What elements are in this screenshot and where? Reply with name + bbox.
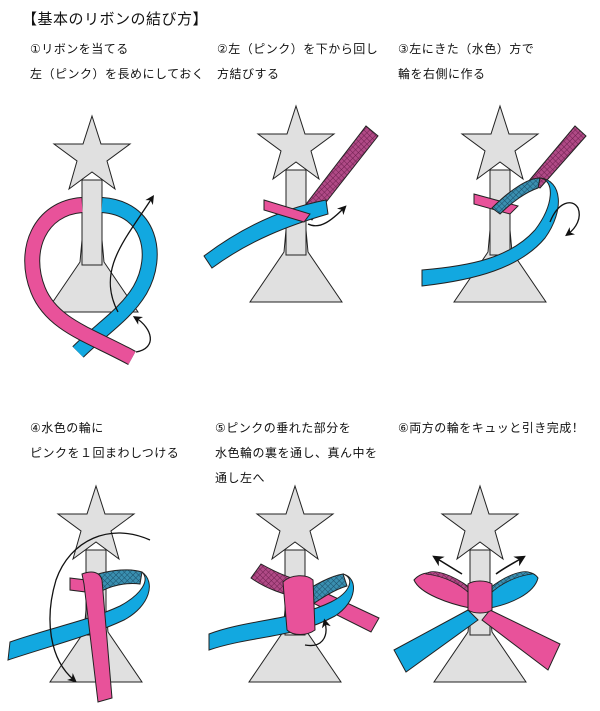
pink-ribbon-tail [481,609,561,671]
step-4-line-2: ピンクを１回まわしつける [30,446,180,460]
step-4-caption: ④水色の輪に ピンクを１回まわしつける [30,416,179,466]
arrow-icon [549,202,580,237]
step-2-illustration [200,90,400,320]
pink-ribbon [81,571,113,703]
pink-ribbon [263,199,311,223]
step-3-illustration [400,90,600,320]
arrow-icon [109,194,154,313]
arrow-icon [132,316,151,353]
step-6-line-1: ⑥両方の輪をキュッと引き完成！ [398,421,585,435]
step-5-line-1: ⑤ピンクの垂れた部分を [215,421,352,435]
step-3-line-2: 輪を右側に作る [398,67,486,81]
step-5-illustration [195,470,395,711]
step-6-caption: ⑥両方の輪をキュッと引き完成！ [398,416,584,441]
step-2-line-1: ②左（ピンク）を下から回し [217,42,379,56]
step-1-illustration [0,90,200,380]
step-1-line-2: 左（ピンク）を長めにしておく [30,67,205,81]
arrow-pull-right-icon [495,555,526,575]
step-6-illustration [390,470,600,711]
blue-ribbon-tail [393,609,479,673]
arrow-pull-left-icon [432,555,463,575]
bow-knot [467,580,493,614]
blue-loop-back [97,569,143,593]
step-3-line-1: ③左にきた（水色）方で [398,42,535,56]
pink-loop [413,572,471,609]
step-4-illustration [0,470,200,711]
blue-ribbon [208,573,354,651]
step-2-line-2: 方結びする [217,67,280,81]
blue-ribbon [421,177,559,287]
step-4-line-1: ④水色の輪に [30,421,104,435]
arrow-icon [307,205,347,227]
step-5-line-3: 通し左へ [215,471,266,485]
step-1-line-1: ①リボンを当てる [30,42,129,56]
step-5-line-2: 水色輪の裏を通し、真ん中を [215,446,378,460]
step-5-caption: ⑤ピンクの垂れた部分を 水色輪の裏を通し、真ん中を 通し左へ [215,416,378,491]
blue-ribbon [7,571,150,661]
arrow-icon [304,618,331,647]
step-3-caption: ③左にきた（水色）方で 輪を右側に作る [398,37,534,87]
step-1-caption: ①リボンを当てる 左（ピンク）を長めにしておく [30,37,204,87]
page-title: 【基本のリボンの結び方】 [22,10,209,28]
blue-loop-back [491,177,541,215]
arrow-icon [49,532,151,683]
pink-knot [282,575,316,635]
step-2-caption: ②左（ピンク）を下から回し 方結びする [217,37,378,87]
